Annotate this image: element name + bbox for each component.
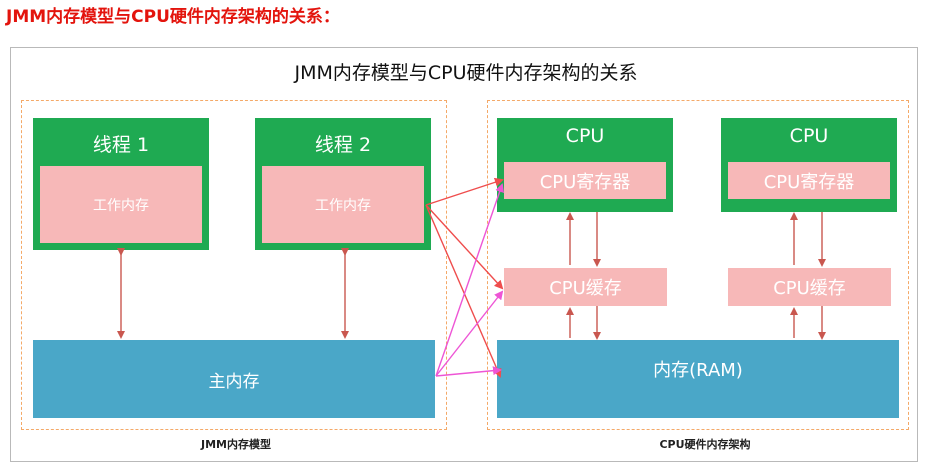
cpu-1-register: CPU寄存器 — [504, 162, 666, 199]
cpu-2-register: CPU寄存器 — [728, 162, 890, 199]
work-memory-to-ram-arrow — [425, 204, 502, 378]
main-memory-to-ram-arrow — [435, 366, 502, 377]
work-memory-to-cache-arrow — [425, 204, 504, 290]
main-memory-to-register-arrow — [435, 183, 504, 377]
diagram-title: JMM内存模型与CPU硬件内存架构的关系 — [294, 62, 638, 84]
work-memory-to-register-arrow — [425, 177, 504, 206]
cpu-2-title: CPU — [789, 125, 829, 147]
main-memory-to-cache-arrow — [435, 290, 504, 377]
thread-1-work-memory: 工作内存 — [40, 166, 202, 243]
jmm-group-label: JMM内存模型 — [201, 438, 271, 451]
cpu-2-cache: CPU缓存 — [728, 268, 891, 306]
main-memory-box: 主内存 — [33, 340, 435, 418]
page-heading: JMM内存模型与CPU硬件内存架构的关系： — [6, 7, 340, 27]
jmm-group — [21, 100, 447, 430]
cpu-1-cache: CPU缓存 — [504, 268, 667, 306]
thread-2-work-memory: 工作内存 — [262, 166, 424, 243]
cpu-arch-group — [487, 100, 909, 430]
cpu-arch-group-label: CPU硬件内存架构 — [659, 438, 751, 451]
thread-2-title: 线程 2 — [314, 134, 372, 156]
cpu-1-title: CPU — [565, 125, 605, 147]
ram-box: 内存(RAM) — [497, 340, 899, 418]
thread-1-title: 线程 1 — [92, 134, 150, 156]
